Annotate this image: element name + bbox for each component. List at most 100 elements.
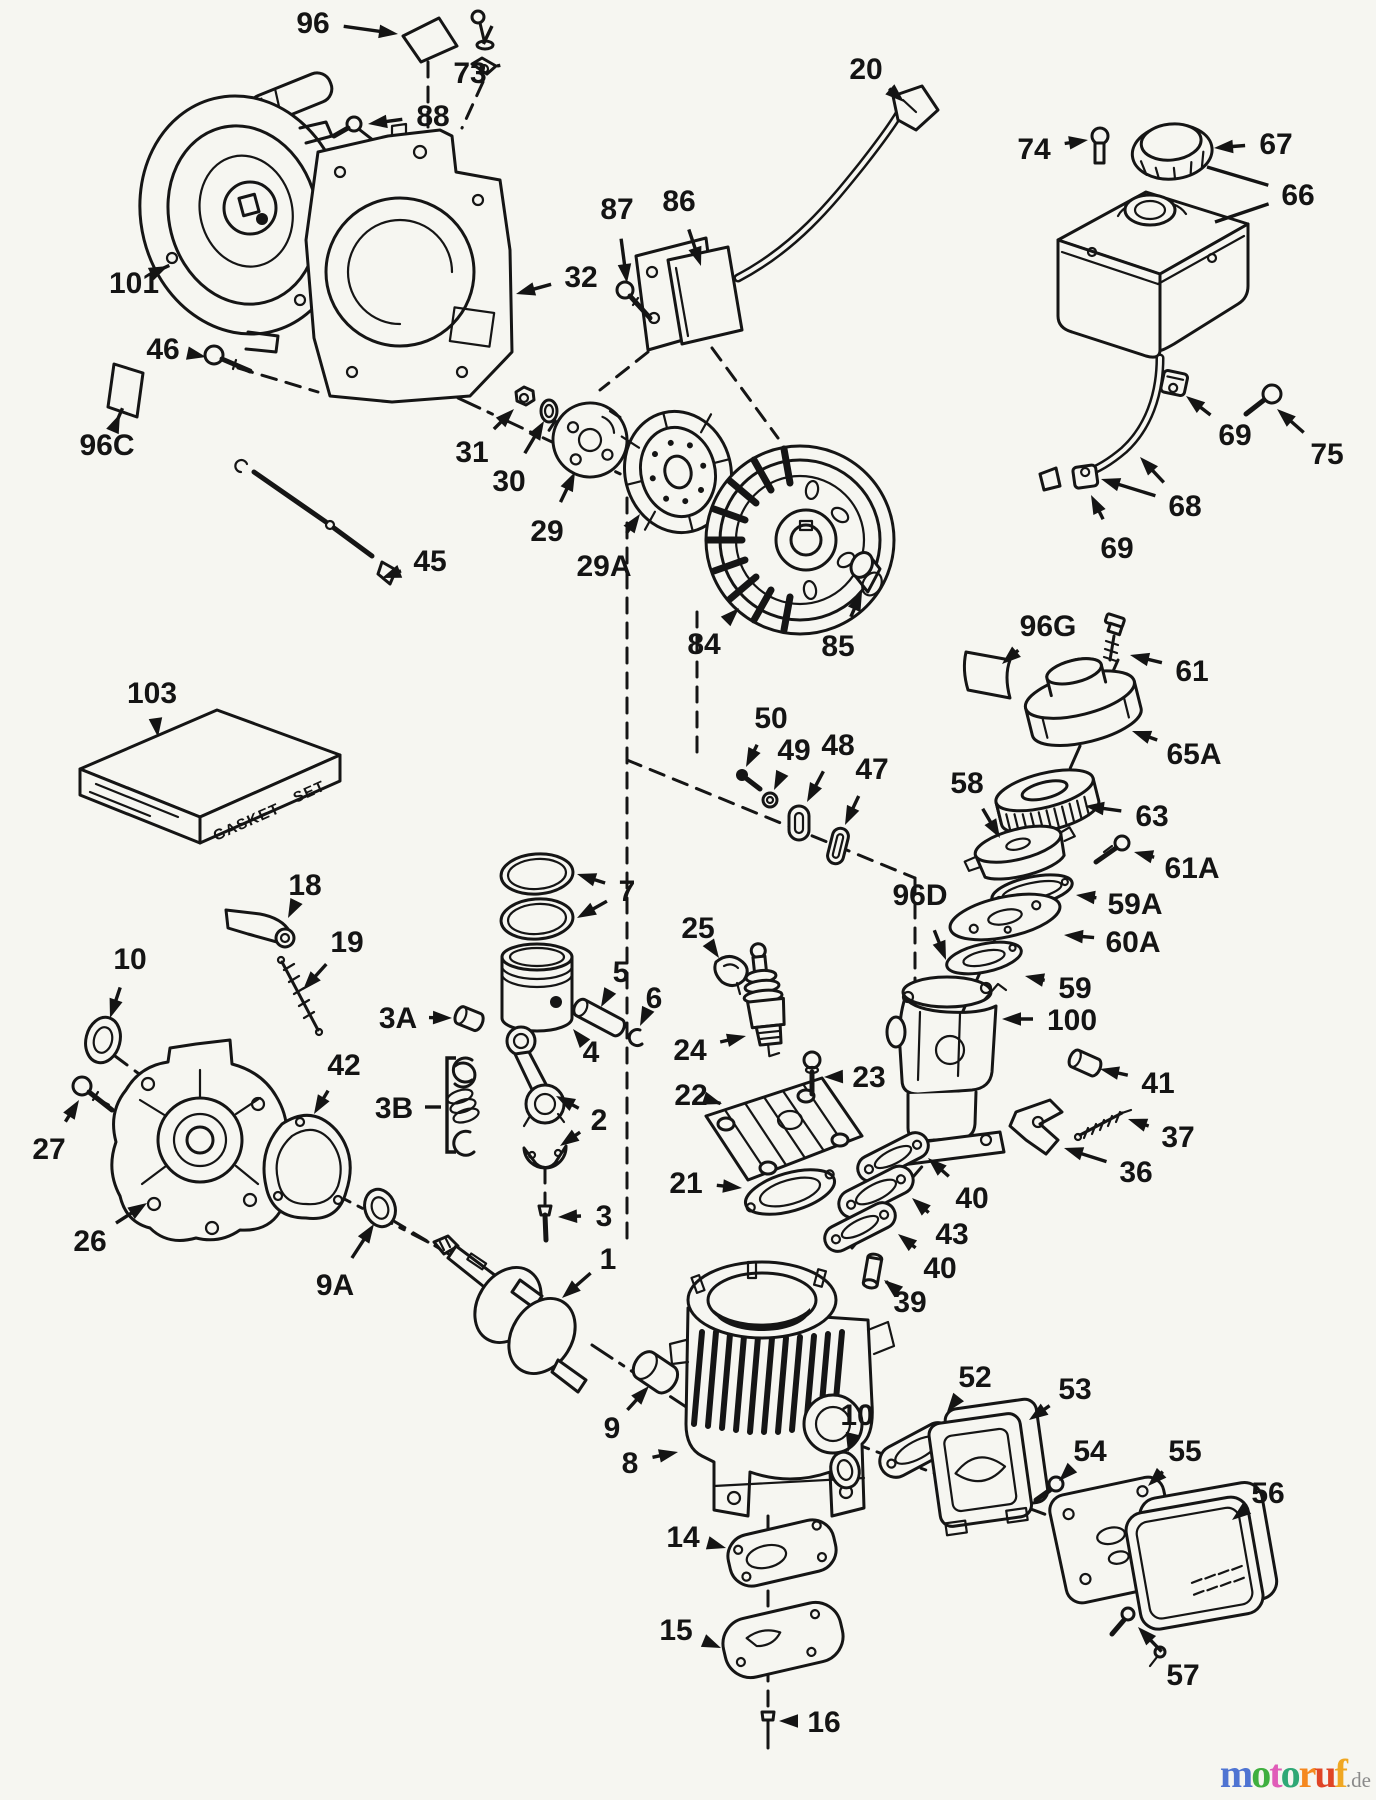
oil-seal-9a bbox=[363, 1187, 397, 1229]
hose-clamp-69b bbox=[1071, 463, 1100, 490]
reed-plate-14 bbox=[726, 1518, 838, 1588]
callout-48: 48 bbox=[807, 729, 855, 802]
callout-87: 87 bbox=[600, 193, 634, 283]
callout-60A: 60A bbox=[1064, 926, 1161, 959]
callout-arrowhead bbox=[688, 245, 702, 266]
callout-100: 100 bbox=[1002, 1004, 1097, 1037]
callout-arrowhead bbox=[1002, 1012, 1021, 1026]
callout-arrowhead bbox=[601, 987, 617, 1007]
callout-30: 30 bbox=[492, 421, 544, 498]
callout-54: 54 bbox=[1059, 1435, 1107, 1481]
callout-arrowhead bbox=[1002, 646, 1021, 664]
callout-label-96C: 96C bbox=[79, 429, 134, 462]
callout-label-41: 41 bbox=[1141, 1067, 1174, 1100]
callout-label-61A: 61A bbox=[1164, 852, 1219, 885]
starter-cup-29 bbox=[547, 401, 629, 479]
callout-96G: 96G bbox=[1002, 610, 1076, 664]
callout-29: 29 bbox=[530, 472, 575, 548]
callout-label-86: 86 bbox=[662, 185, 695, 218]
logo-letter: r bbox=[1298, 1751, 1317, 1796]
bearing-set-3b bbox=[446, 1056, 480, 1157]
callout-arrowhead bbox=[1128, 1118, 1149, 1132]
callout-arrowhead bbox=[1091, 495, 1106, 515]
callout-19: 19 bbox=[303, 926, 364, 990]
callout-label-75: 75 bbox=[1310, 438, 1343, 471]
callout-41: 41 bbox=[1100, 1066, 1175, 1100]
motoruf-logo[interactable]: motoruf.de bbox=[1220, 1754, 1371, 1794]
callout-55: 55 bbox=[1148, 1435, 1202, 1486]
callout-label-47: 47 bbox=[855, 753, 888, 786]
callout-arrowhead bbox=[848, 592, 862, 613]
callout-47: 47 bbox=[845, 753, 889, 825]
callout-49: 49 bbox=[774, 734, 811, 790]
callout-arrowhead bbox=[631, 1386, 649, 1405]
callout-label-9A: 9A bbox=[316, 1269, 354, 1302]
governor-spring-37 bbox=[1073, 1108, 1133, 1142]
logo-letter: m bbox=[1219, 1751, 1253, 1796]
callout-label-48: 48 bbox=[821, 729, 854, 762]
callout-label-10: 10 bbox=[840, 1399, 873, 1432]
diaphragm-60a bbox=[948, 892, 1062, 942]
callout-arrowhead bbox=[314, 1094, 330, 1114]
callout-arrowhead bbox=[1025, 973, 1045, 987]
callout-arrowhead bbox=[106, 414, 120, 435]
logo-letter: o bbox=[1251, 1751, 1271, 1796]
callout-line bbox=[343, 24, 387, 34]
callout-8: 8 bbox=[622, 1447, 678, 1480]
callout-36: 36 bbox=[1064, 1147, 1153, 1189]
callout-arrowhead bbox=[573, 1029, 591, 1048]
callout-label-2: 2 bbox=[591, 1104, 608, 1137]
callout-label-27: 27 bbox=[32, 1133, 65, 1166]
air-cleaner-cover-65a bbox=[1023, 657, 1143, 747]
callout-arrowhead bbox=[779, 1714, 798, 1728]
callout-arrowhead bbox=[928, 1158, 947, 1176]
callout-arrowhead bbox=[700, 1634, 721, 1648]
callout-59: 59 bbox=[1025, 972, 1092, 1005]
callout-label-43: 43 bbox=[935, 1218, 968, 1251]
callout-label-1: 1 bbox=[600, 1243, 617, 1276]
callout-arrowhead bbox=[1029, 1403, 1049, 1420]
bolt-46 bbox=[203, 344, 253, 374]
callout-label-20: 20 bbox=[849, 53, 882, 86]
callout-arrowhead bbox=[562, 1280, 581, 1298]
callout-label-67: 67 bbox=[1259, 128, 1292, 161]
callout-label-3A: 3A bbox=[379, 1002, 417, 1035]
callout-label-56: 56 bbox=[1251, 1477, 1284, 1510]
callout-4: 4 bbox=[573, 1029, 600, 1069]
callout-label-31: 31 bbox=[455, 436, 488, 469]
callout-label-26: 26 bbox=[73, 1225, 106, 1258]
callout-arrowhead bbox=[556, 1096, 576, 1111]
callout-43: 43 bbox=[912, 1198, 969, 1251]
callout-40: 40 bbox=[928, 1158, 989, 1215]
callout-label-54: 54 bbox=[1073, 1435, 1107, 1468]
callout-arrowhead bbox=[726, 1033, 746, 1047]
callout-84: 84 bbox=[687, 608, 739, 661]
spark-plug-wire bbox=[733, 107, 905, 283]
callout-label-73: 73 bbox=[453, 57, 486, 90]
callout-label-68: 68 bbox=[1168, 490, 1201, 523]
plate-96g bbox=[962, 650, 1012, 700]
grommet-48 bbox=[787, 804, 811, 842]
callout-53: 53 bbox=[1029, 1373, 1092, 1420]
callout-label-59: 59 bbox=[1058, 972, 1091, 1005]
connecting-rod-2 bbox=[505, 1025, 568, 1170]
callout-label-18: 18 bbox=[288, 869, 321, 902]
callout-line bbox=[1206, 165, 1269, 187]
callout-21: 21 bbox=[669, 1167, 742, 1200]
callout-arrowhead bbox=[912, 1198, 931, 1216]
callout-42: 42 bbox=[314, 1049, 361, 1114]
gasket-59 bbox=[945, 940, 1023, 976]
callout-1: 1 bbox=[562, 1243, 616, 1298]
callout-label-3: 3 bbox=[596, 1200, 613, 1233]
callout-96: 96 bbox=[296, 7, 398, 40]
callout-arrowhead bbox=[845, 804, 860, 825]
callout-bracket bbox=[445, 1056, 456, 1154]
callout-label-60A: 60A bbox=[1105, 926, 1160, 959]
callout-arrowhead bbox=[288, 898, 303, 918]
callout-arrowhead bbox=[357, 1224, 374, 1244]
crankshaft-1 bbox=[432, 1234, 588, 1394]
decal-96c bbox=[106, 362, 145, 419]
callout-label-6: 6 bbox=[646, 982, 663, 1015]
callout-18: 18 bbox=[288, 869, 322, 918]
